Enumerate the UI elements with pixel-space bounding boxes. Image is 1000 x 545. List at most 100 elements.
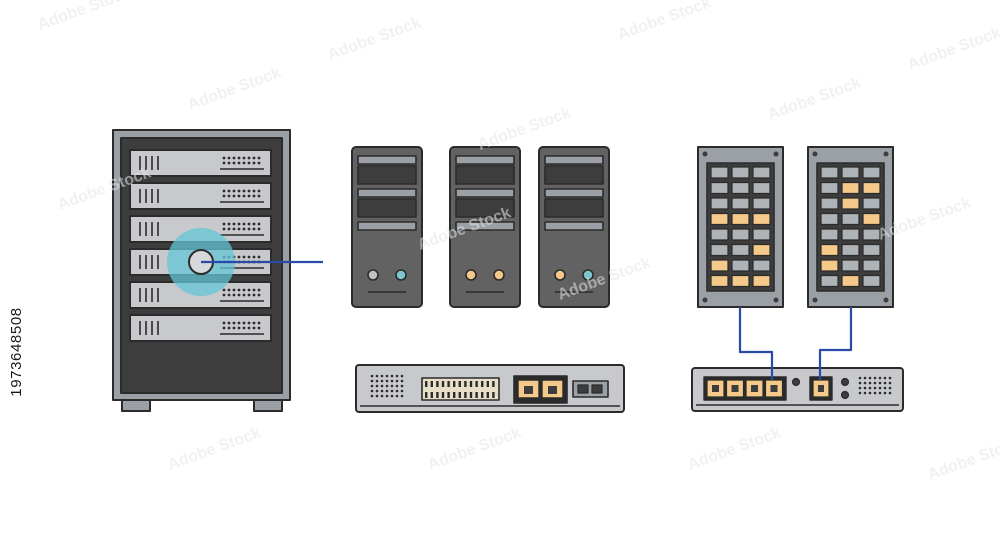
screw-hole: [702, 151, 708, 157]
watermark-text: Adobe Stock: [426, 424, 524, 473]
vent-grid: [858, 376, 892, 395]
patch-slot: [862, 259, 881, 272]
patch-panel-icon: [807, 146, 894, 308]
patch-slot: [731, 259, 750, 272]
patch-slot: [820, 166, 839, 179]
patch-slot: [752, 181, 771, 195]
screw-hole: [812, 297, 818, 303]
patch-slot: [752, 166, 771, 179]
screw-hole: [883, 151, 889, 157]
watermark-text: Adobe Stock: [36, 0, 134, 34]
patch-slot: [862, 274, 881, 288]
patch-slot: [820, 212, 839, 226]
ethernet-ports: [513, 375, 568, 404]
patch-slot: [862, 212, 881, 226]
status-led: [493, 269, 505, 281]
patch-slot: [710, 274, 729, 288]
watermark-text: Adobe Stock: [766, 74, 864, 123]
panel-cable-right: [818, 307, 853, 380]
panel-cable-left: [738, 307, 774, 380]
patch-slot: [841, 181, 860, 195]
status-led: [395, 269, 407, 281]
patch-slot: [862, 228, 881, 241]
watermark-text: Adobe Stock: [186, 64, 284, 113]
patch-slot: [731, 181, 750, 195]
patch-slot: [862, 166, 881, 179]
tower-servers: [351, 146, 610, 308]
patch-slot: [752, 243, 771, 257]
patch-slot: [752, 274, 771, 288]
sfp-ports: [572, 380, 609, 398]
status-led: [465, 269, 477, 281]
vent-grid: [370, 374, 404, 398]
patch-slot: [752, 259, 771, 272]
watermark-text: Adobe Stock: [166, 424, 264, 473]
serial-connector: [421, 377, 500, 401]
watermark-text: Adobe Stock: [686, 424, 784, 473]
patch-slot: [841, 274, 860, 288]
patch-slot: [710, 228, 729, 241]
patch-slot: [752, 197, 771, 210]
patch-slot: [710, 212, 729, 226]
status-led: [367, 269, 379, 281]
screw-hole: [773, 151, 779, 157]
patch-slot: [841, 212, 860, 226]
patch-slot: [710, 259, 729, 272]
patch-panel-icon: [697, 146, 784, 308]
patch-slot: [841, 228, 860, 241]
watermark-text: Adobe Stock: [616, 0, 714, 44]
screw-hole: [702, 297, 708, 303]
patch-slot: [841, 259, 860, 272]
patch-slot: [752, 212, 771, 226]
network-switch-icon: [355, 364, 625, 413]
screw-hole: [812, 151, 818, 157]
status-led: [840, 377, 850, 387]
patch-panels: [697, 146, 894, 308]
router-icon: [691, 367, 904, 412]
patch-slot: [820, 228, 839, 241]
rack-server-unit: [129, 149, 272, 177]
status-led: [554, 269, 566, 281]
watermark-text: Adobe Stock: [926, 434, 1000, 483]
patch-slot: [820, 181, 839, 195]
patch-slot: [752, 228, 771, 241]
server-rack-icon: [112, 129, 291, 412]
watermark-text: Adobe Stock: [906, 24, 1000, 73]
screw-hole: [773, 297, 779, 303]
patch-slot: [862, 197, 881, 210]
wan-port: [809, 376, 833, 401]
rack-server-unit: [129, 314, 272, 342]
tower-server-icon: [538, 146, 610, 308]
patch-slot: [710, 197, 729, 210]
patch-slot: [820, 259, 839, 272]
tower-server-icon: [351, 146, 423, 308]
lan-ports: [703, 376, 787, 401]
network-cables: [201, 260, 853, 380]
patch-slot: [731, 166, 750, 179]
patch-slot: [841, 166, 860, 179]
patch-slot: [841, 243, 860, 257]
screw-hole: [883, 297, 889, 303]
patch-slot: [710, 243, 729, 257]
patch-slot: [820, 243, 839, 257]
patch-slot: [731, 197, 750, 210]
patch-slot: [710, 166, 729, 179]
patch-slot: [862, 243, 881, 257]
patch-slot: [731, 243, 750, 257]
tower-server-icon: [449, 146, 521, 308]
patch-slot: [820, 197, 839, 210]
patch-slot: [841, 197, 860, 210]
patch-slot: [710, 181, 729, 195]
patch-slot: [820, 274, 839, 288]
patch-slot: [731, 274, 750, 288]
rack-server-unit: [129, 182, 272, 210]
power-led: [791, 377, 801, 387]
status-led: [582, 269, 594, 281]
sfp-port: [591, 384, 603, 394]
patch-slot: [862, 181, 881, 195]
patch-slot: [731, 212, 750, 226]
sfp-port: [577, 384, 589, 394]
watermark-text: Adobe Stock: [326, 14, 424, 63]
status-led: [840, 390, 850, 400]
